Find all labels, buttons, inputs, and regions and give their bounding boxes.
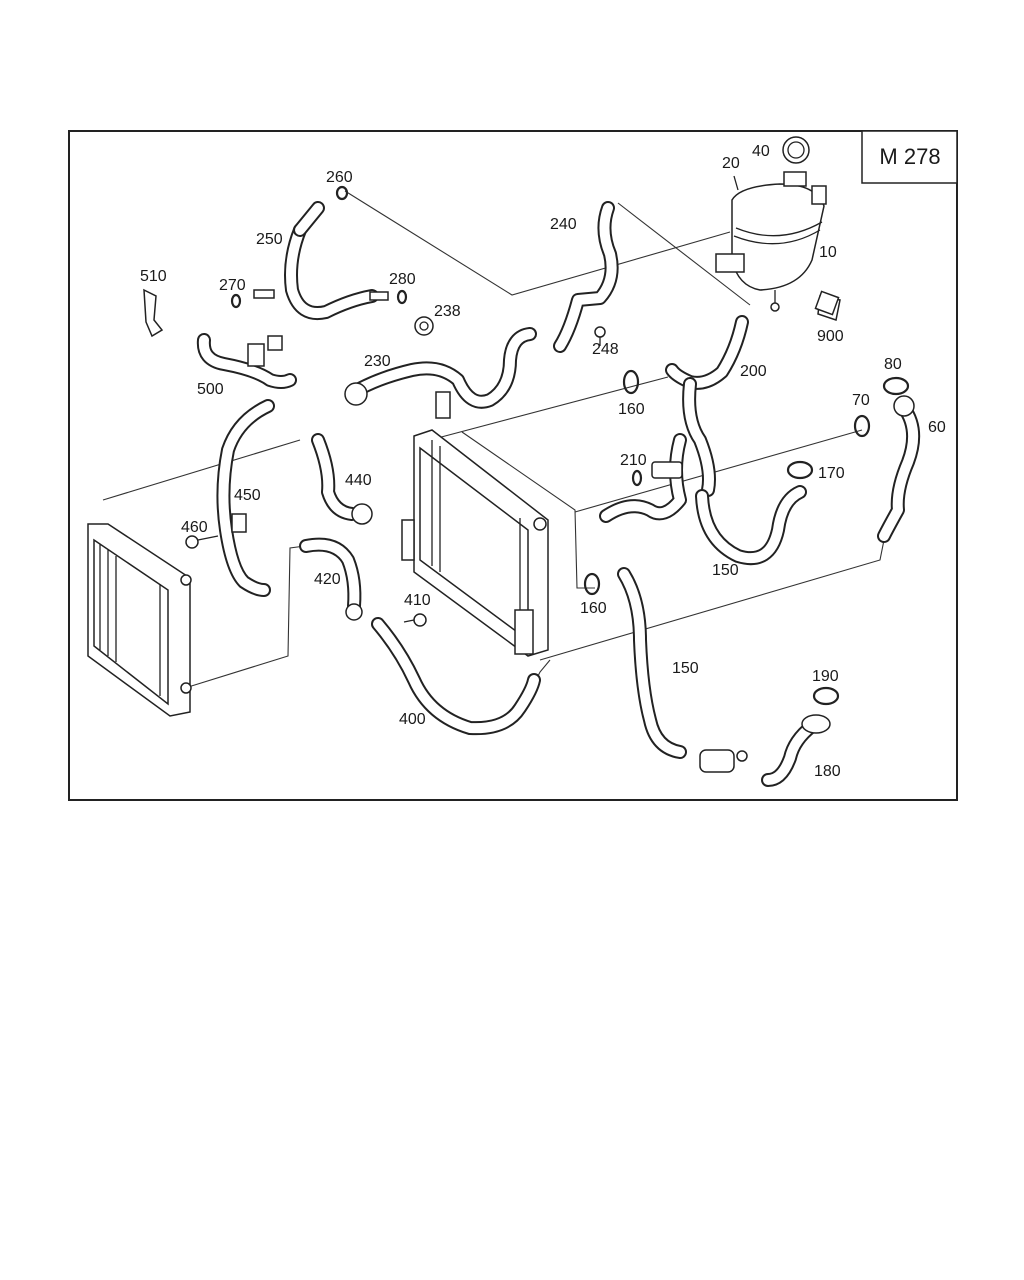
hose-180 bbox=[761, 714, 831, 787]
label-248: 248 bbox=[592, 341, 619, 358]
auxiliary-cooler bbox=[87, 523, 192, 717]
label-400: 400 bbox=[399, 711, 426, 728]
radiator bbox=[401, 429, 549, 657]
hose-400 bbox=[371, 617, 541, 736]
label-230: 230 bbox=[364, 353, 391, 370]
label-150a: 150 bbox=[712, 562, 739, 579]
label-160b: 160 bbox=[580, 600, 607, 617]
hose-420 bbox=[299, 537, 363, 621]
hose-60 bbox=[877, 395, 921, 543]
label-460: 460 bbox=[181, 519, 208, 536]
label-240: 240 bbox=[550, 216, 577, 233]
screw-248 bbox=[594, 326, 606, 346]
gasket-270 bbox=[230, 293, 242, 309]
label-20: 20 bbox=[722, 155, 740, 172]
leader-lines bbox=[102, 190, 885, 689]
label-190: 190 bbox=[812, 668, 839, 685]
diagram-frame bbox=[68, 130, 958, 801]
bolt-410 bbox=[403, 613, 427, 627]
expansion-tank bbox=[715, 136, 841, 321]
label-280: 280 bbox=[389, 271, 416, 288]
part-labels: 10 20 40 60 70 80 150 150 160 160 170 18… bbox=[140, 143, 946, 780]
hose-440 bbox=[311, 433, 373, 525]
label-510: 510 bbox=[140, 268, 167, 285]
label-180: 180 bbox=[814, 763, 841, 780]
label-10: 10 bbox=[819, 244, 837, 261]
label-150b: 150 bbox=[672, 660, 699, 677]
hose-250 bbox=[253, 201, 389, 320]
label-410: 410 bbox=[404, 592, 431, 609]
o-ring-160-lower bbox=[583, 572, 601, 596]
hose-240 bbox=[553, 201, 619, 353]
o-ring-70 bbox=[853, 414, 871, 438]
gasket-280 bbox=[396, 289, 408, 305]
label-160a: 160 bbox=[618, 401, 645, 418]
label-270: 270 bbox=[219, 277, 246, 294]
label-420: 420 bbox=[314, 571, 341, 588]
label-210: 210 bbox=[620, 452, 647, 469]
hose-150-lower bbox=[617, 567, 748, 773]
clamp-238 bbox=[414, 316, 434, 336]
label-440: 440 bbox=[345, 472, 372, 489]
bolt-460 bbox=[185, 535, 219, 549]
label-200: 200 bbox=[740, 363, 767, 380]
label-450: 450 bbox=[234, 487, 261, 504]
o-ring-80 bbox=[882, 376, 910, 396]
label-170: 170 bbox=[818, 465, 845, 482]
label-500: 500 bbox=[197, 381, 224, 398]
hose-450 bbox=[216, 399, 275, 597]
model-code-box: M 278 bbox=[861, 130, 958, 184]
label-250: 250 bbox=[256, 231, 283, 248]
label-40: 40 bbox=[752, 143, 770, 160]
o-ring-170 bbox=[786, 460, 814, 480]
bracket-510 bbox=[143, 288, 164, 338]
o-ring-210 bbox=[631, 469, 643, 487]
o-ring-160-upper bbox=[622, 369, 640, 395]
hose-200 bbox=[665, 315, 749, 497]
label-80: 80 bbox=[884, 356, 902, 373]
hose-230 bbox=[344, 327, 537, 419]
sensor-900 bbox=[814, 290, 840, 316]
label-238: 238 bbox=[434, 303, 461, 320]
label-60: 60 bbox=[928, 419, 946, 436]
o-ring-190 bbox=[812, 686, 840, 706]
gasket-260 bbox=[335, 185, 349, 201]
pipe-210 bbox=[651, 461, 683, 479]
model-code: M 278 bbox=[879, 144, 940, 169]
label-900: 900 bbox=[817, 328, 844, 345]
hose-500 bbox=[196, 333, 297, 389]
label-260: 260 bbox=[326, 169, 353, 186]
label-70: 70 bbox=[852, 392, 870, 409]
